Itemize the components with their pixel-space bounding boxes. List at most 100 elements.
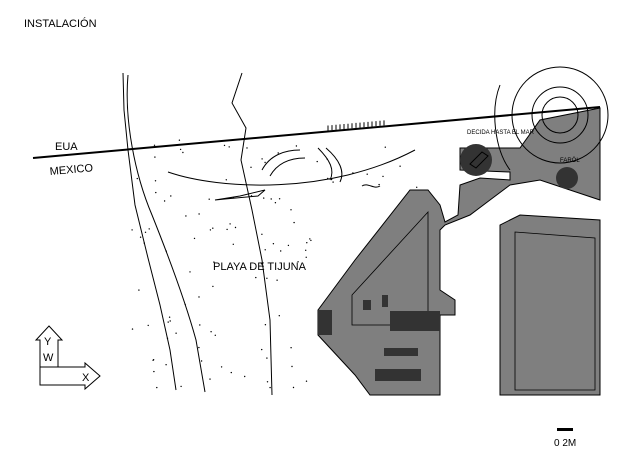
- axis-y-label: Y: [44, 336, 52, 348]
- sand-dot: [210, 331, 212, 333]
- sand-dot: [287, 244, 290, 247]
- sand-dot: [297, 261, 299, 263]
- axis-w-label: W: [43, 352, 54, 364]
- sand-dot: [226, 228, 228, 231]
- sand-dot: [270, 198, 272, 200]
- sand-dot: [165, 364, 167, 366]
- block-6: [375, 369, 421, 381]
- sand-dot: [169, 320, 171, 322]
- sand-dot: [175, 332, 177, 334]
- sand-dot: [234, 226, 237, 229]
- sand-dot: [249, 266, 252, 269]
- drawing-title: INSTALACIÓN: [24, 17, 97, 30]
- sand-dot: [214, 334, 216, 336]
- sand-dot: [291, 365, 293, 368]
- sand-dot: [293, 221, 295, 224]
- sand-dot: [163, 200, 166, 202]
- border-fence: [327, 120, 385, 131]
- sand-dot: [261, 233, 263, 235]
- sand-dot: [280, 250, 282, 252]
- small-figure: [361, 184, 381, 188]
- sand-dot: [139, 236, 142, 238]
- sand-dot: [167, 321, 169, 323]
- right-building: [499, 214, 601, 396]
- arc-left: [494, 84, 511, 171]
- sand-dot: [366, 173, 368, 175]
- sand-dot: [309, 238, 311, 240]
- sand-dot: [230, 371, 232, 374]
- sand-dot: [264, 249, 266, 251]
- international-border: [32, 106, 601, 159]
- block-4: [390, 311, 440, 331]
- sand-dot: [154, 180, 157, 182]
- axis-x-label: X: [82, 372, 90, 384]
- sand-dot: [198, 296, 200, 298]
- sand-dot: [228, 146, 230, 148]
- sand-dot: [292, 386, 295, 389]
- sand-dot: [136, 177, 138, 180]
- sand-dot: [384, 146, 386, 148]
- label-lighthouse: FARÖL: [560, 157, 580, 164]
- sand-dot: [138, 289, 140, 291]
- sand-dot: [306, 242, 308, 244]
- sand-dot: [153, 144, 156, 146]
- sand-dot: [264, 324, 267, 326]
- sand-dot: [178, 139, 181, 141]
- sand-dot: [244, 375, 246, 378]
- sand-dot: [266, 277, 268, 279]
- coastline-lines: [122, 72, 273, 396]
- sand-dot: [246, 147, 248, 149]
- sand-dot: [264, 161, 266, 164]
- sand-dot: [223, 144, 226, 147]
- sand-dot: [399, 165, 401, 167]
- block-5: [384, 348, 418, 356]
- sand-dot: [168, 316, 171, 318]
- sand-dot: [225, 179, 227, 181]
- sand-dot: [416, 186, 418, 188]
- circle-inner: [541, 96, 579, 134]
- wet-sand-line: [231, 72, 273, 396]
- sand-dot: [200, 360, 203, 362]
- sand-dot: [272, 243, 275, 245]
- jetty-curve-a: [261, 149, 301, 171]
- sand-dot: [278, 198, 281, 200]
- shore-line-1: [122, 72, 177, 391]
- north-arrow: [34, 325, 101, 391]
- sand-dot: [147, 324, 149, 327]
- sand-dot: [260, 263, 263, 265]
- sand-dot: [156, 386, 158, 389]
- sand-dot: [189, 271, 191, 273]
- deck-circle: [460, 144, 492, 176]
- sand-dot: [378, 183, 380, 186]
- sand-dot: [229, 223, 231, 225]
- sand-dot: [382, 175, 384, 178]
- sand-dot: [180, 385, 182, 388]
- jetty-curve-d: [325, 147, 343, 183]
- sand-dot: [266, 357, 268, 359]
- sand-dot: [261, 158, 263, 160]
- sand-dot: [305, 249, 307, 251]
- sand-dot: [310, 239, 312, 242]
- jetty-curve-outer: [167, 149, 416, 186]
- sand-dot: [131, 328, 134, 330]
- sand-dot: [153, 370, 155, 373]
- sand-dot: [263, 197, 265, 199]
- right-building-inner: [514, 231, 596, 391]
- sand-dot: [208, 198, 210, 200]
- sand-dot: [170, 195, 172, 197]
- scale-bar: [557, 428, 573, 431]
- label-mexico: MEXICO: [49, 162, 94, 178]
- sand-dot: [143, 242, 145, 244]
- sand-dot: [198, 213, 200, 215]
- sand-dot: [266, 381, 269, 383]
- sand-dot: [213, 261, 215, 263]
- sand-dot: [290, 209, 292, 211]
- lighthouse-dot: [556, 167, 578, 189]
- jetty-curves: [167, 147, 416, 201]
- sand-dot: [148, 228, 150, 230]
- label-usa: EUA: [55, 141, 78, 153]
- circle-mid: [531, 86, 589, 144]
- sand-dot: [305, 380, 308, 382]
- block-1: [318, 310, 332, 335]
- sand-dot: [261, 348, 263, 351]
